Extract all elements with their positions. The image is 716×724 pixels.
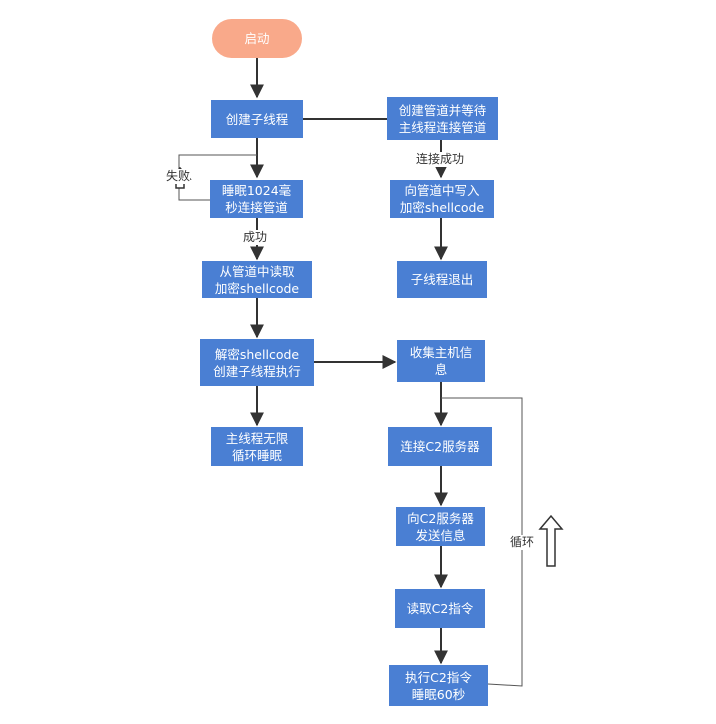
thread-exit-node: 子线程退出 [397,261,487,298]
read-pipe-node: 从管道中读取 加密shellcode [202,261,312,298]
create-pipe-node: 创建管道并等待 主线程连接管道 [387,97,498,140]
up-arrow-icon [538,514,564,567]
collect-info-node: 收集主机信 息 [397,340,485,382]
main-sleep-node: 主线程无限 循环睡眠 [211,427,303,466]
write-pipe-node: 向管道中写入 加密shellcode [390,180,494,218]
send-c2-node: 向C2服务器 发送信息 [396,507,485,546]
sleep-connect-node: 睡眠1024毫 秒连接管道 [210,180,303,218]
connected-label: 连接成功 [416,152,465,167]
create-thread-node: 创建子线程 [211,100,303,138]
decrypt-exec-node: 解密shellcode 创建子线程执行 [200,339,314,386]
loop-label: 循环 [510,535,535,550]
start-node: 启动 [212,19,302,58]
success-label: 成功 [243,230,268,245]
read-cmd-node: 读取C2指令 [395,589,485,628]
connect-c2-node: 连接C2服务器 [388,427,492,466]
exec-cmd-node: 执行C2指令 睡眠60秒 [389,665,488,706]
fail-label: 失败 [166,169,191,184]
